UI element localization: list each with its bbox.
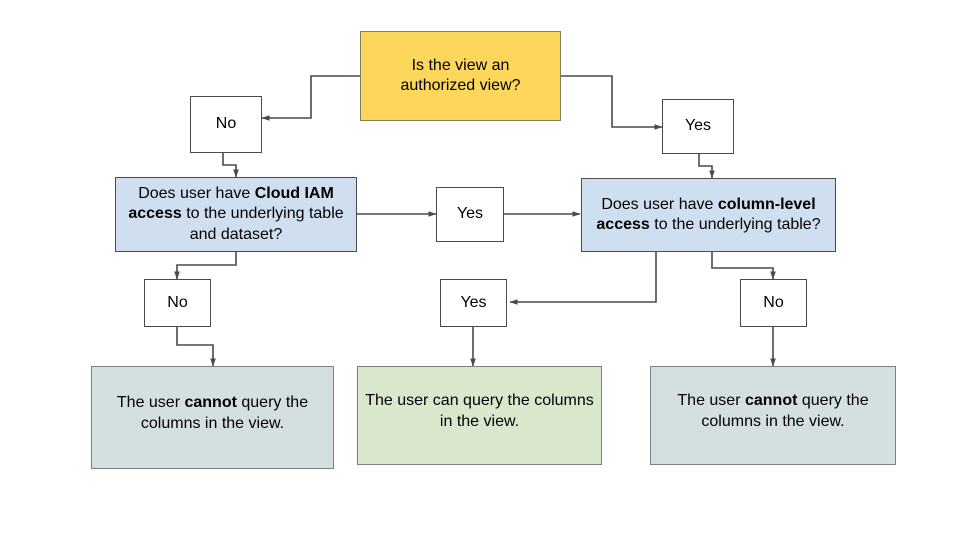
node-branch-yes-top[interactable]: Yes — [662, 99, 734, 154]
node-branch-no-right[interactable]: No — [740, 279, 807, 327]
branch-no-top-label: No — [215, 115, 237, 133]
branch-yes-top-label: Yes — [684, 117, 712, 135]
connector-yes-to-column — [698, 154, 715, 179]
connector-start-to-no — [261, 75, 360, 121]
connector-no-to-iam — [222, 153, 239, 178]
branch-no-left-label: No — [167, 293, 188, 311]
node-result-left[interactable]: The user cannot query the columns in the… — [91, 366, 334, 469]
branch-no-right-label: No — [763, 293, 784, 311]
connector-iam-to-no — [174, 252, 237, 280]
branch-yes-middle-label: Yes — [456, 205, 484, 223]
node-branch-no-left[interactable]: No — [144, 279, 211, 327]
node-branch-no-top[interactable]: No — [190, 96, 262, 153]
node-iam-question[interactable]: Does user have Cloud IAM access to the u… — [115, 177, 357, 252]
column-question-text: Does user have column-level access to th… — [596, 195, 821, 233]
node-column-question[interactable]: Does user have column-level access to th… — [581, 178, 836, 252]
node-result-right[interactable]: The user cannot query the columns in the… — [650, 366, 896, 465]
connector-start-to-yes — [561, 75, 663, 130]
connector-column-to-yes — [509, 252, 657, 305]
branch-yes-bottom-label: Yes — [460, 293, 487, 311]
node-branch-yes-middle[interactable]: Yes — [436, 187, 504, 242]
connector-column-to-no — [711, 252, 776, 280]
node-branch-yes-bottom[interactable]: Yes — [440, 279, 507, 327]
result-right-text: The user cannot query the columns in the… — [677, 392, 869, 430]
iam-question-text: Does user have Cloud IAM access to the u… — [128, 184, 344, 243]
result-middle-text: The user can query the columns in the vi… — [365, 392, 594, 430]
result-left-text: The user cannot query the columns in the… — [116, 394, 309, 432]
node-result-middle[interactable]: The user can query the columns in the vi… — [357, 366, 602, 465]
connector-no-to-result-left — [176, 327, 216, 367]
